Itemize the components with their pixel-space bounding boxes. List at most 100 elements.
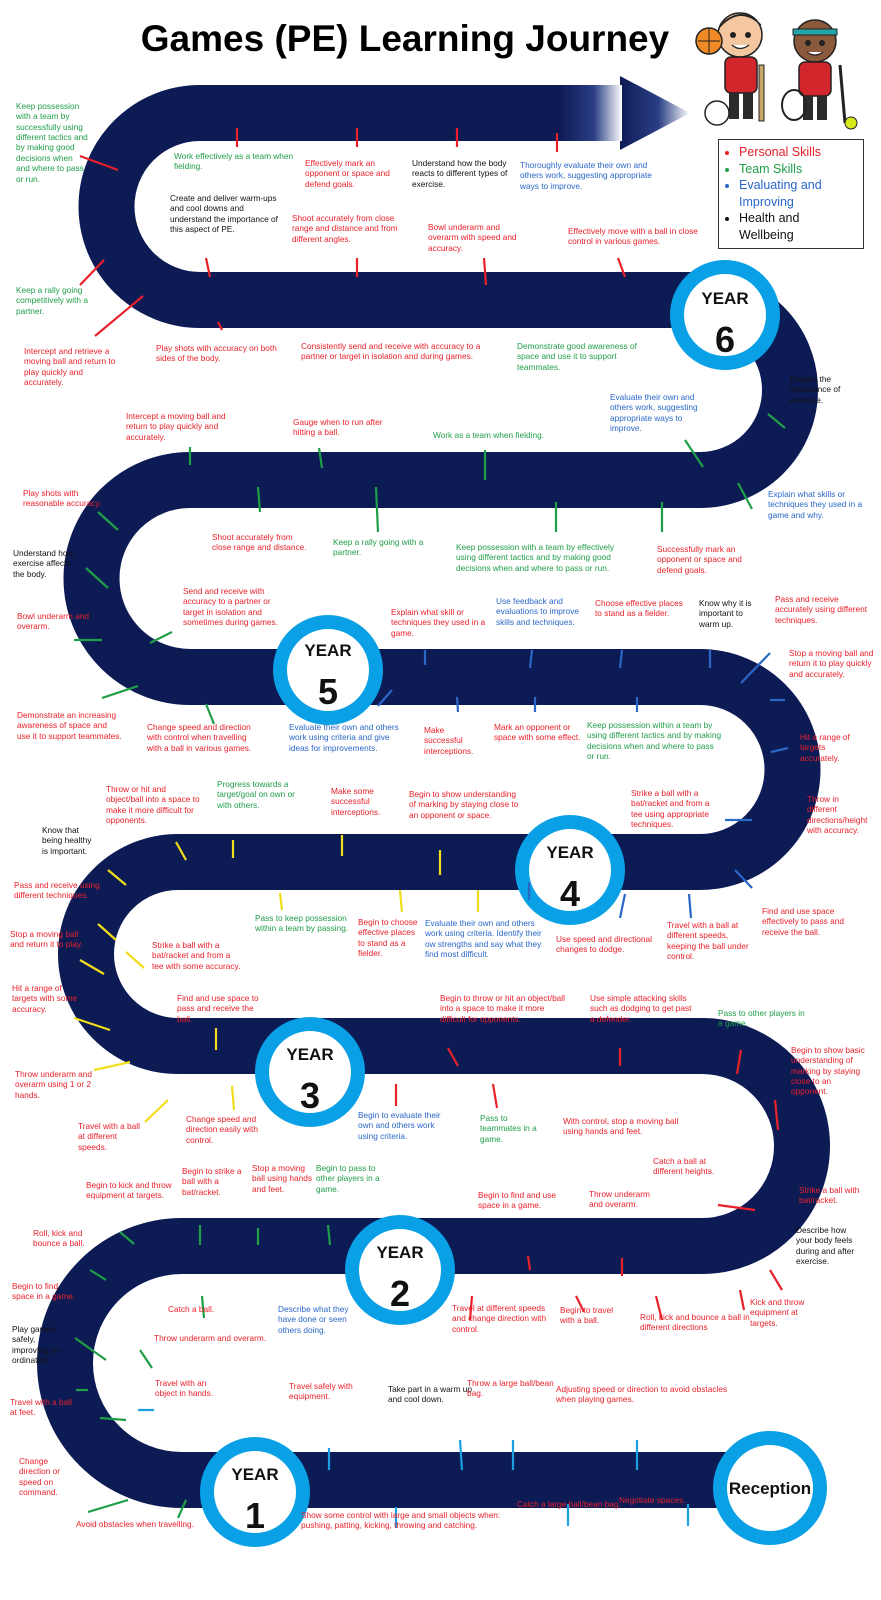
badge-year2-number: 2 — [390, 1273, 410, 1314]
badge-year3-number: 3 — [300, 1075, 320, 1116]
milestone-tick — [317, 447, 324, 469]
badge-year4-word: YEAR — [546, 843, 593, 862]
milestone-tick — [119, 1231, 135, 1245]
skill-label: Evaluate their own and others work using… — [289, 722, 399, 753]
skill-label: Play shots with accuracy on both sides o… — [156, 343, 277, 364]
milestone-tick — [97, 923, 117, 941]
skill-label: Show some control with large and small o… — [301, 1510, 501, 1531]
skill-label: Hit a range of targets accurately. — [800, 732, 850, 763]
skill-label: Intercept a moving ball and return to pl… — [126, 411, 226, 442]
milestone-tick — [139, 1349, 153, 1369]
skill-label: Gauge when to run after hitting a ball. — [293, 417, 383, 438]
skill-label: Understand how the body reacts to differ… — [412, 158, 508, 189]
skill-label: Throw in different directions/height wit… — [807, 794, 868, 836]
milestone-tick — [89, 1269, 107, 1281]
badge-year3: YEAR 3 — [255, 1017, 365, 1127]
skill-label: Consistently send and receive with accur… — [301, 341, 481, 362]
skill-label: Begin to choose effective places to stan… — [358, 917, 418, 959]
milestone-tick — [230, 1085, 236, 1111]
milestone-tick — [398, 889, 404, 913]
skill-label: Hit a range of targets with some accurac… — [12, 983, 78, 1014]
skill-label: Thoroughly evaluate their own and others… — [520, 160, 652, 191]
milestone-tick — [79, 959, 105, 975]
milestone-tick — [93, 1060, 131, 1072]
skill-label: Make some successful interceptions. — [331, 786, 381, 817]
milestone-tick — [200, 1295, 206, 1319]
milestone-tick — [482, 257, 488, 286]
milestone-tick — [528, 649, 534, 669]
skill-label: Travel with a ball at different speeds, … — [667, 920, 749, 962]
skill-label: Strike a ball with bat/racket. — [799, 1185, 860, 1206]
milestone-tick — [204, 257, 212, 278]
milestone-tick — [654, 1295, 664, 1321]
milestone-tick — [374, 486, 380, 533]
legend-item-personal: Personal Skills — [739, 144, 857, 161]
milestone-tick — [526, 1255, 532, 1271]
skill-label: Begin to find and use space in a game. — [478, 1190, 556, 1211]
skill-label: Shoot accurately from close range and di… — [212, 532, 307, 553]
badge-year1-number: 1 — [245, 1495, 265, 1536]
milestone-ticks — [73, 128, 789, 1528]
legend: Personal Skills Team Skills Evaluating a… — [718, 139, 864, 249]
milestone-tick — [94, 295, 144, 337]
legend-item-health: Health and Wellbeing — [739, 210, 857, 243]
skill-label: Explain what skills or techniques they u… — [768, 489, 863, 520]
skill-label: Choose effective places to stand as a fi… — [595, 598, 683, 619]
skill-label: Play shots with reasonable accuracy. — [23, 488, 102, 509]
skill-label: Catch a ball at different heights. — [653, 1156, 715, 1177]
milestone-tick — [87, 1498, 129, 1514]
skill-label: Know that being healthy is important. — [42, 825, 92, 856]
skill-label: Stop a moving ball and return it to play… — [10, 929, 83, 950]
skill-label: Keep possession with a team by effective… — [456, 542, 615, 573]
skill-label: Negotiate spaces. — [619, 1495, 686, 1505]
badge-year1: YEAR 1 — [200, 1437, 310, 1547]
milestone-tick — [97, 511, 119, 531]
skill-label: Roll, kick and bounce a ball in differen… — [640, 1312, 750, 1333]
skill-label: Strike a ball with a bat/racket and from… — [631, 788, 710, 830]
skill-label: Throw or hit and object/ball into a spac… — [106, 784, 200, 826]
milestone-tick — [740, 652, 771, 684]
skill-label: Demonstrate good awareness of space and … — [517, 341, 637, 372]
skill-label: Work as a team when fielding. — [433, 430, 544, 440]
legend-item-evaluating: Evaluating and Improving — [739, 177, 857, 210]
badge-year1-word: YEAR — [231, 1465, 278, 1484]
milestone-tick — [149, 631, 173, 644]
badge-year4: YEAR 4 — [515, 815, 625, 925]
milestone-tick — [491, 1083, 499, 1109]
badge-year6-number: 6 — [715, 319, 735, 360]
skill-label: Throw a large ball/bean bag. — [467, 1378, 554, 1399]
skill-label: Travel with a ball at different speeds. — [78, 1121, 140, 1152]
milestone-tick — [79, 154, 119, 172]
skill-label: Change direction or speed on command. — [19, 1456, 61, 1498]
skill-label: Mark an opponent or space with some effe… — [494, 722, 581, 743]
skill-label: Know why it is important to warm up. — [699, 598, 752, 629]
badge-reception: Reception — [713, 1431, 827, 1545]
skill-label: Travel with a ball at feet. — [10, 1397, 72, 1418]
milestone-tick — [326, 1224, 332, 1246]
skill-label: Throw underarm and overarm using 1 or 2 … — [15, 1069, 93, 1100]
skill-label: Shoot accurately from close range and di… — [292, 213, 398, 244]
skill-label: Progress towards a target/goal on own or… — [217, 779, 295, 810]
skill-label: Travel safely with equipment. — [289, 1381, 353, 1402]
badge-year5-number: 5 — [318, 671, 338, 712]
milestone-tick — [99, 1416, 127, 1422]
milestone-tick — [575, 1295, 585, 1313]
legend-item-team: Team Skills — [739, 161, 857, 178]
milestone-tick — [769, 1269, 783, 1291]
skill-label: Effectively mark an opponent or space an… — [305, 158, 390, 189]
milestone-tick — [767, 413, 786, 429]
milestone-tick — [278, 892, 284, 911]
skill-label: Create and deliver warm-ups and cool dow… — [170, 193, 278, 235]
milestone-tick — [204, 703, 216, 725]
skill-label: Evaluate their own and others work, sugg… — [610, 392, 698, 434]
milestone-tick — [447, 1047, 459, 1067]
skill-label: Travel with an object in hands. — [155, 1378, 214, 1399]
milestone-tick — [125, 951, 145, 969]
skill-label: Travel at different speeds and change di… — [452, 1303, 547, 1334]
skill-label: Bowl underarm and overarm. — [17, 611, 89, 632]
skill-label: Keep possession with a team by successfu… — [16, 101, 88, 184]
skill-label: Play games safely, improving co-ordinati… — [12, 1324, 62, 1366]
skill-label: Describe what they have done or seen oth… — [278, 1304, 349, 1335]
milestone-tick — [717, 1203, 756, 1212]
skill-label: Successfully mark an opponent or space a… — [657, 544, 742, 575]
